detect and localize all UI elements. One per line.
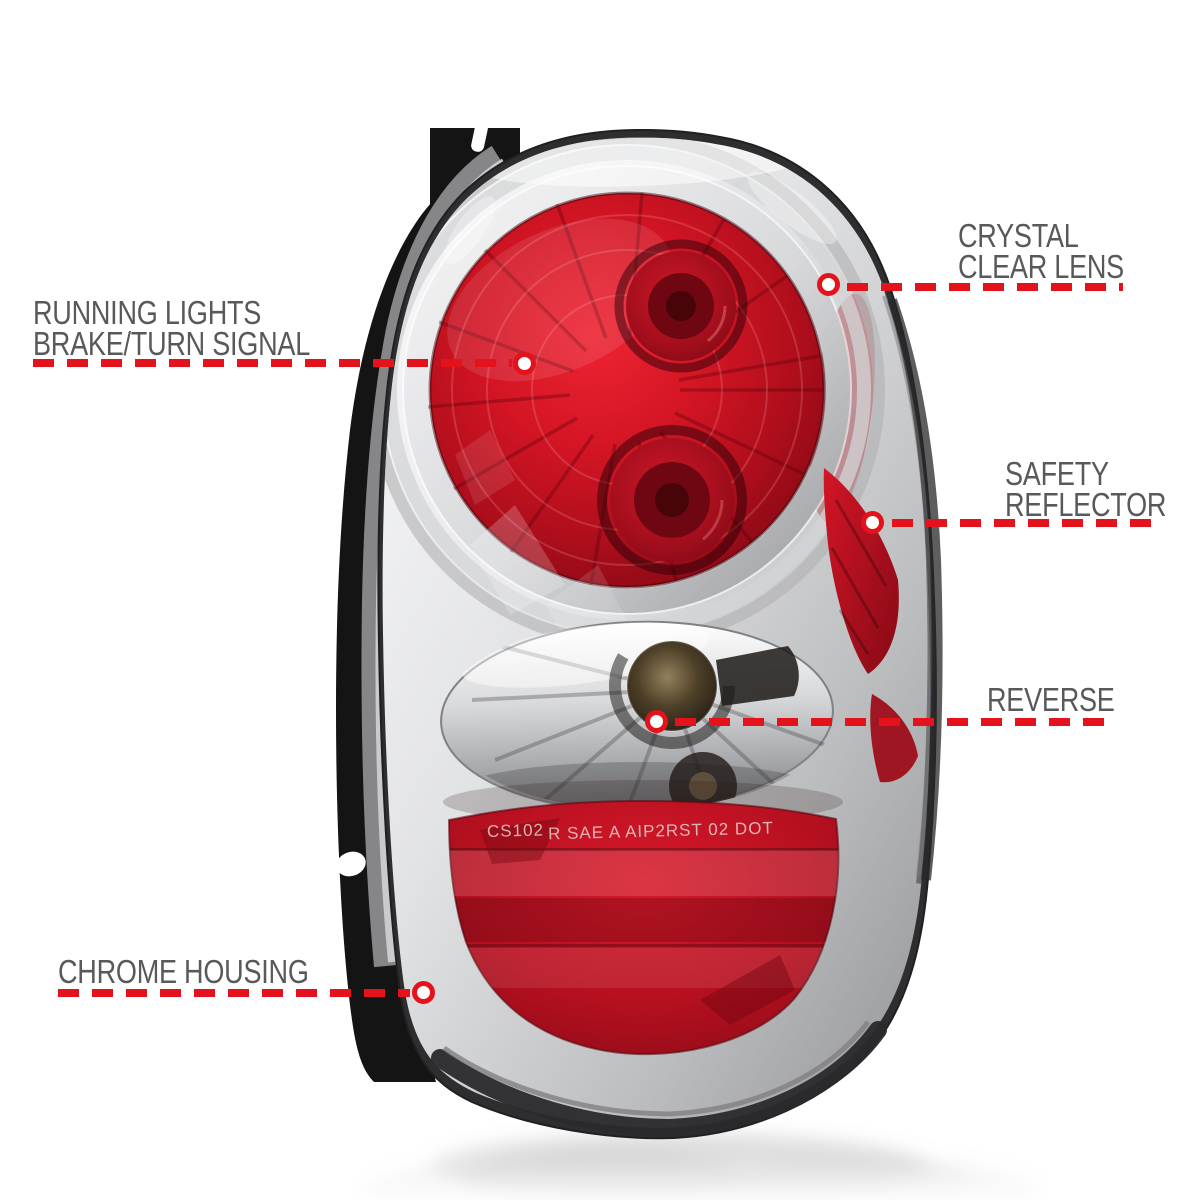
- lens-highlights: [444, 137, 837, 264]
- safety-reflector-shape: [823, 468, 918, 783]
- housing-rim: [431, 295, 943, 1138]
- lens-marking-code: CS102: [487, 820, 544, 840]
- brake-bulb-upper: [614, 239, 748, 373]
- reverse-bulb: [609, 623, 799, 749]
- flange-hole-bottom: [336, 851, 366, 877]
- brake-lens: [427, 191, 826, 665]
- lower-brake-lens: CS102 R SAE A AIP2RST 02 DOT: [447, 799, 840, 1056]
- flange-hole-top: [370, 229, 392, 261]
- flange-notch: [471, 121, 488, 152]
- brake-bulb-lower: [597, 425, 747, 575]
